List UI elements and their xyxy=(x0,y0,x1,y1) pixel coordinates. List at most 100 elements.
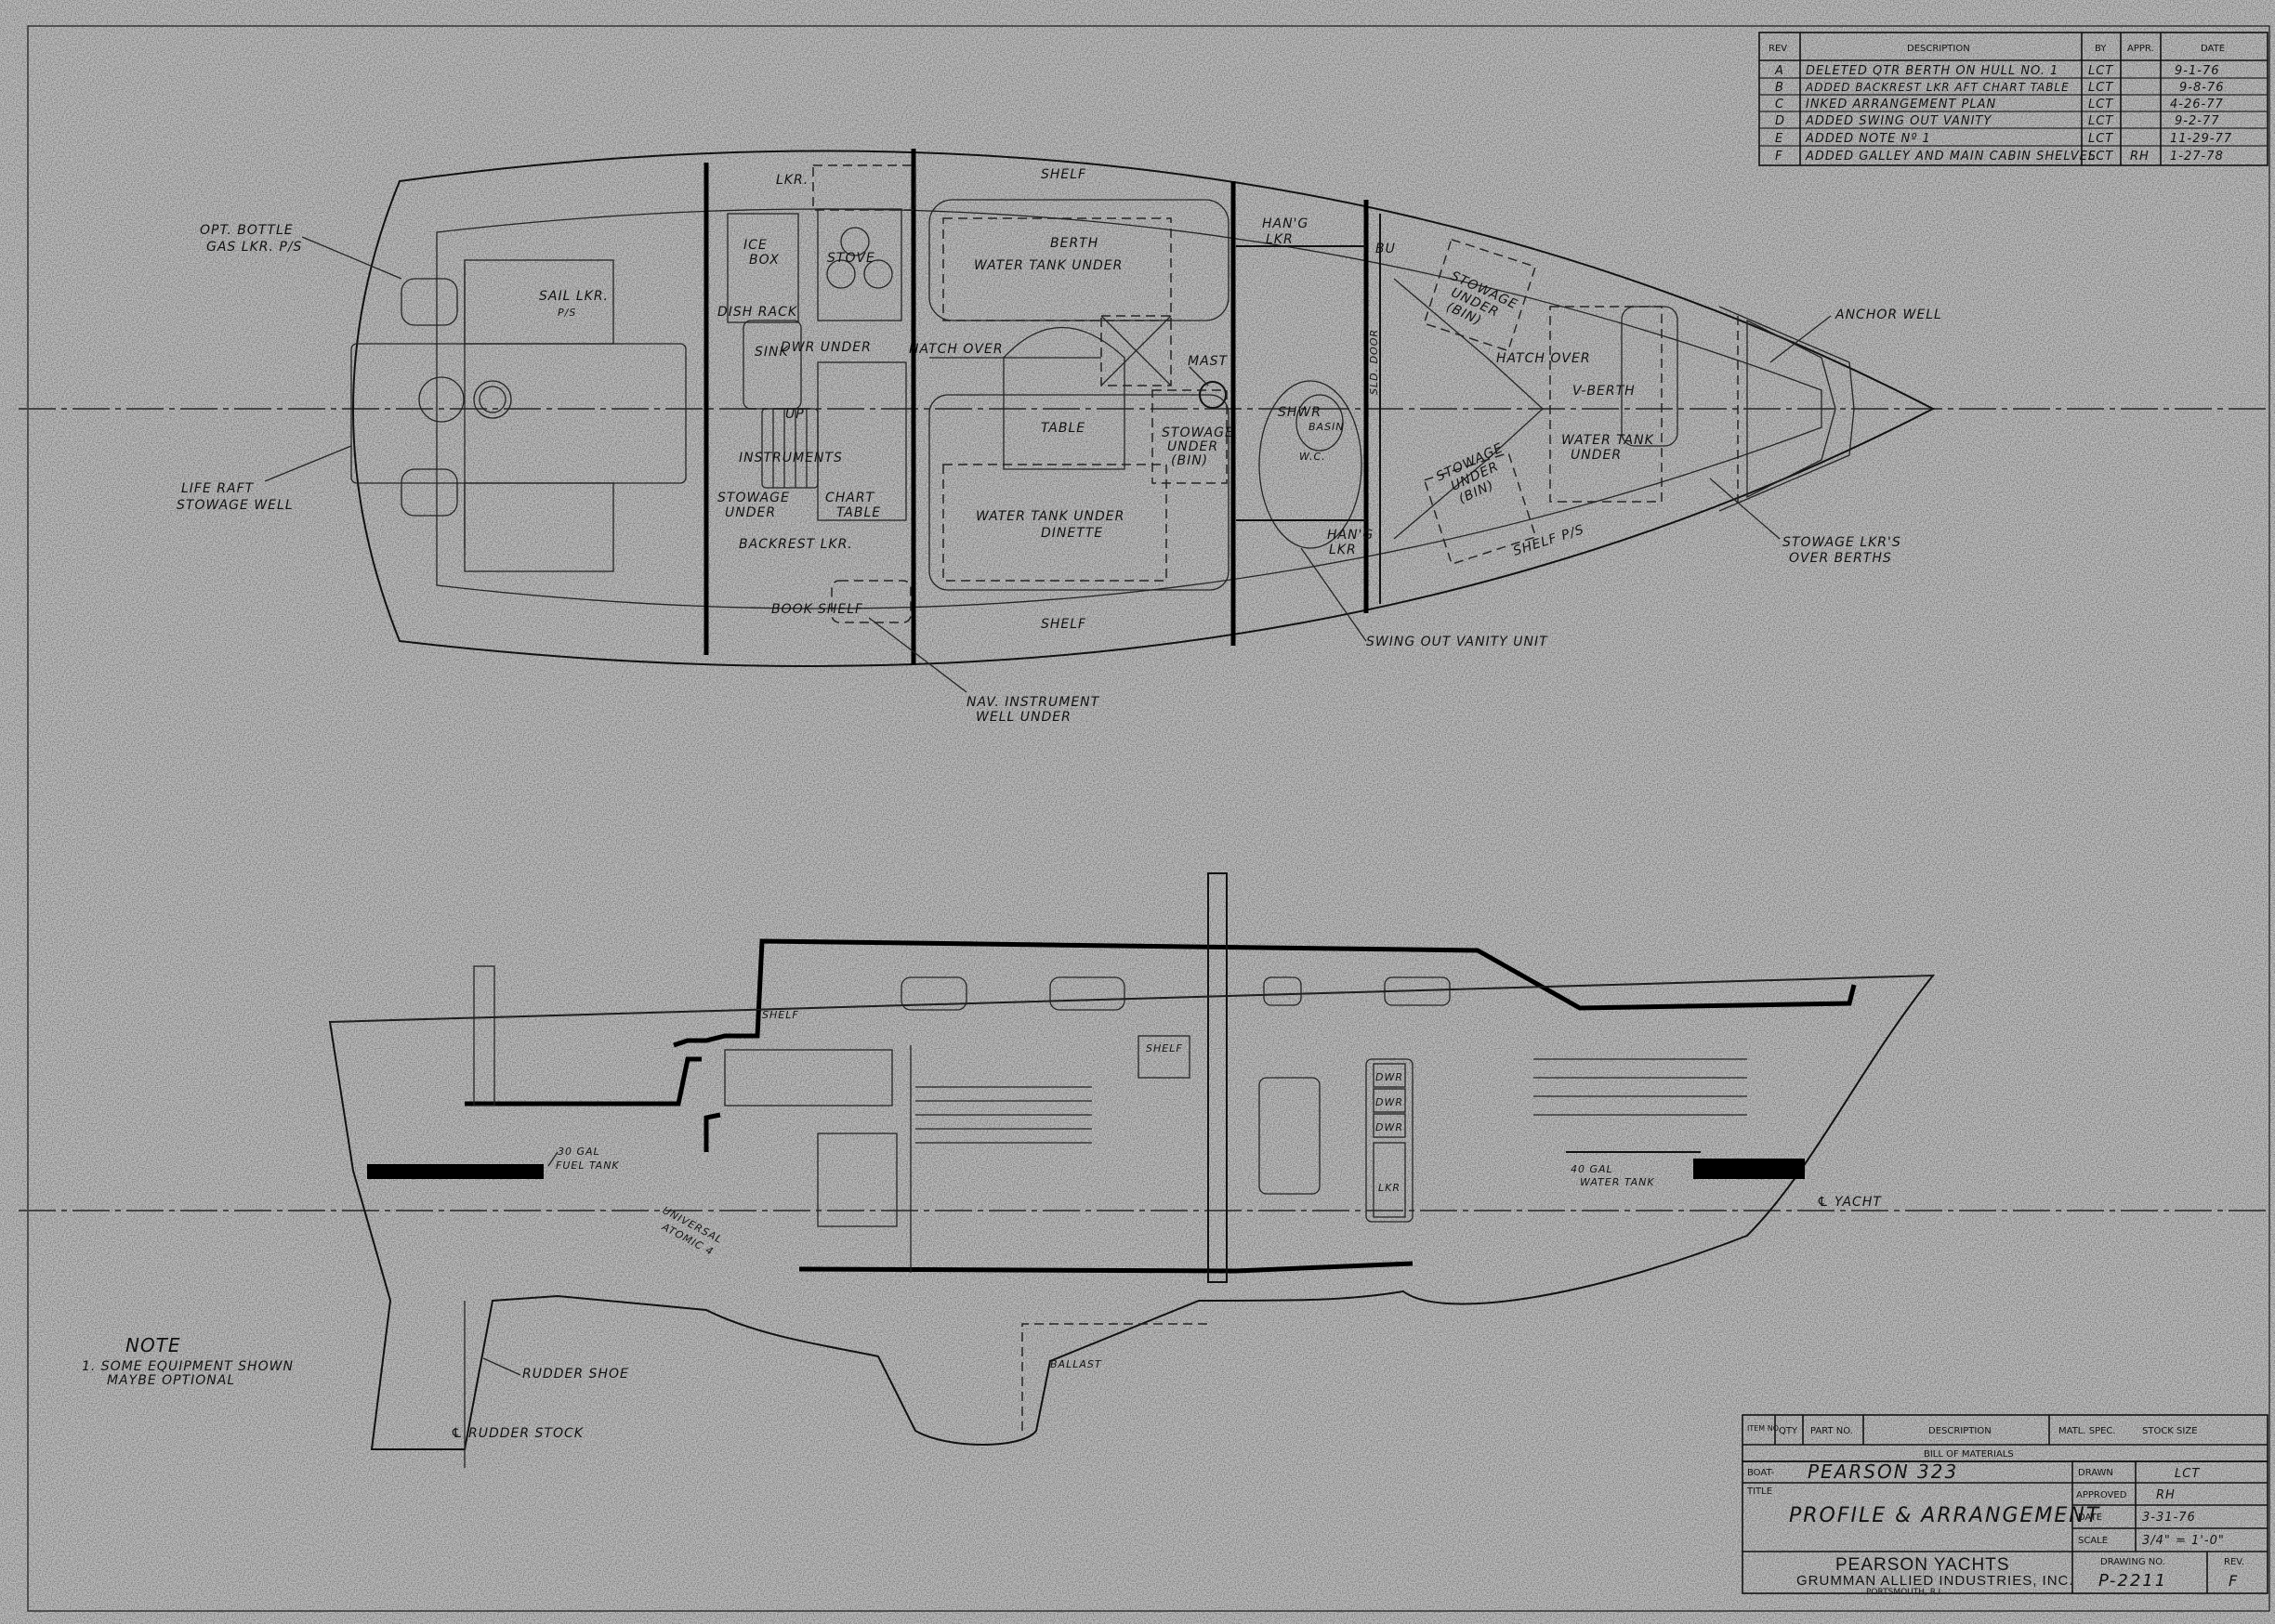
label-stowage-saloon: STOWAGE xyxy=(1162,426,1234,440)
rev-letter: C xyxy=(1775,98,1784,111)
rev-label: REV. xyxy=(2224,1557,2244,1567)
rev-row-a: A DELETED QTR BERTH ON HULL NO. 1 LCT 9-… xyxy=(1774,64,2218,78)
basin-icon xyxy=(1295,394,1344,452)
chart-table xyxy=(817,361,907,521)
inboard-profile xyxy=(19,872,2268,1468)
rev-approval-initials: RH xyxy=(2130,150,2150,164)
rev-letter: B xyxy=(1775,81,1784,95)
label-dwr-3: DWR xyxy=(1375,1121,1403,1133)
boat-label: BOAT- xyxy=(1747,1468,1775,1478)
label-bin-saloon: (BIN) xyxy=(1171,453,1208,468)
revision-table: REV DESCRIPTION BY APPR. DATE A DELETED … xyxy=(1758,32,2268,166)
rev-header-rev: REV xyxy=(1769,44,1787,54)
label-chart: CHART xyxy=(825,491,875,505)
rev-by: LCT xyxy=(2088,64,2113,78)
shelf-profile-box xyxy=(1138,1035,1190,1079)
label-berth: BERTH xyxy=(1050,236,1098,251)
label-under-saloon: UNDER xyxy=(1167,439,1218,454)
stove xyxy=(817,208,902,321)
label-lkr: LKR. xyxy=(776,173,809,188)
bom-header-item-no: ITEM NO. xyxy=(1747,1424,1781,1433)
cabin-sole xyxy=(798,1261,1414,1274)
rev-by: LCT xyxy=(2088,98,2113,111)
label-hatch-over-fwd: HATCH OVER xyxy=(1496,351,1591,366)
dinette-table xyxy=(1003,327,1125,470)
boat-name: PEARSON 323 xyxy=(1808,1460,1958,1483)
rev-row-c: C INKED ARRANGEMENT PLAN LCT 4-26-77 xyxy=(1775,98,2224,111)
date-label: DATE xyxy=(2078,1513,2102,1523)
approved-by: RH xyxy=(2156,1488,2176,1502)
label-stove: STOVE xyxy=(827,251,875,266)
hanging-locker-door xyxy=(1258,1077,1321,1195)
label-chart-table: TABLE xyxy=(836,505,881,520)
plan-labels: OPT. BOTTLE GAS LKR. P/S SAIL LKR. P/S L… xyxy=(177,167,1941,725)
label-ice: ICE xyxy=(743,238,768,253)
label-dwr-2: DWR xyxy=(1375,1096,1403,1108)
ice-box xyxy=(727,213,799,323)
label-shelf-stbd: SHELF xyxy=(1041,617,1086,632)
bom-header-stock-size: STOCK SIZE xyxy=(2142,1426,2198,1436)
wheel-pedestal-icon xyxy=(418,376,465,423)
label-instruments: INSTRUMENTS xyxy=(739,451,843,465)
label-water-tank-profile: WATER TANK xyxy=(1580,1176,1655,1188)
rev-by: LCT xyxy=(2088,150,2113,164)
drawer-stack xyxy=(1365,1058,1414,1223)
book-shelf xyxy=(831,580,912,623)
label-dwr-under: DWR UNDER xyxy=(781,340,872,355)
label-under-aft: UNDER xyxy=(725,505,776,520)
label-mast: MAST xyxy=(1188,354,1229,369)
label-box: BOX xyxy=(749,253,780,268)
sheet-border xyxy=(27,25,2270,1612)
rev-description: ADDED NOTE Nº 1 xyxy=(1805,132,1931,146)
rev-letter: D xyxy=(1775,114,1785,128)
label-stowage-lkrs: STOWAGE LKR'S xyxy=(1782,535,1901,550)
label-opt-bottle: OPT. BOTTLE xyxy=(200,223,294,238)
label-water-tank-fwd: WATER TANK xyxy=(1561,433,1655,448)
profile-labels: SHELF SHELF DWR DWR DWR LKR 30 GAL FUEL … xyxy=(451,1009,1882,1441)
label-hang-stbd: HAN'G xyxy=(1327,528,1374,543)
rev-date: 9-8-76 xyxy=(2179,81,2224,95)
v-berth-outline xyxy=(1393,278,1544,540)
rev-description: ADDED GALLEY AND MAIN CABIN SHELVES xyxy=(1805,150,2097,164)
rev-letter: F xyxy=(1775,150,1782,164)
label-cl-yacht: ℄ YACHT xyxy=(1817,1195,1882,1210)
label-stowage-aft: STOWAGE xyxy=(717,491,790,505)
main-hatch-outline xyxy=(1100,315,1172,386)
rev-date: 9-2-77 xyxy=(2175,114,2219,128)
rev-row-f: F ADDED GALLEY AND MAIN CABIN SHELVES LC… xyxy=(1775,150,2223,164)
rev-letter: A xyxy=(1774,64,1784,78)
swing-out-vanity xyxy=(1258,380,1362,549)
label-dish-rack: DISH RACK xyxy=(717,305,798,320)
label-hatch-over-main: HATCH OVER xyxy=(909,342,1004,357)
rev-letter: E xyxy=(1775,132,1783,146)
hull-outline-plan xyxy=(352,150,1936,667)
bom-header-qty: QTY xyxy=(1779,1426,1798,1436)
ballast-outline xyxy=(1021,1323,1208,1431)
rev-date: 11-29-77 xyxy=(2170,132,2232,146)
drawing-no-label: DRAWING NO. xyxy=(2100,1557,2165,1567)
mast-icon xyxy=(1199,381,1227,409)
label-backrest-lkr: BACKREST LKR. xyxy=(739,537,853,552)
current-rev: F xyxy=(2229,1572,2239,1590)
label-basin: BASIN xyxy=(1308,421,1345,433)
label-swing-out-vanity: SWING OUT VANITY UNIT xyxy=(1366,635,1548,649)
rev-by: LCT xyxy=(2088,81,2113,95)
label-v-berth: V-BERTH xyxy=(1572,384,1636,399)
label-hang-port: HAN'G xyxy=(1262,216,1308,231)
label-hang-lkr-port: LKR xyxy=(1266,232,1294,247)
rev-row-b: B ADDED BACKREST LKR AFT CHART TABLE LCT… xyxy=(1775,81,2224,95)
rev-description: ADDED BACKREST LKR AFT CHART TABLE xyxy=(1805,81,2070,94)
dinette xyxy=(928,394,1230,591)
cabin-trunk xyxy=(673,938,1857,1048)
anchor-well xyxy=(1746,319,1836,499)
gas-locker-stbd xyxy=(401,468,458,517)
label-book-shelf: SHELF xyxy=(818,602,863,617)
label-up: UP xyxy=(785,407,805,422)
mast-section xyxy=(1207,872,1228,1283)
label-bu: BU xyxy=(1375,242,1396,256)
rev-date: 4-26-77 xyxy=(2170,98,2224,111)
label-book: BOOK xyxy=(771,602,814,617)
label-hang-lkr-stbd: LKR xyxy=(1329,543,1357,557)
label-water-tank-under-dinette: WATER TANK UNDER xyxy=(976,509,1124,524)
